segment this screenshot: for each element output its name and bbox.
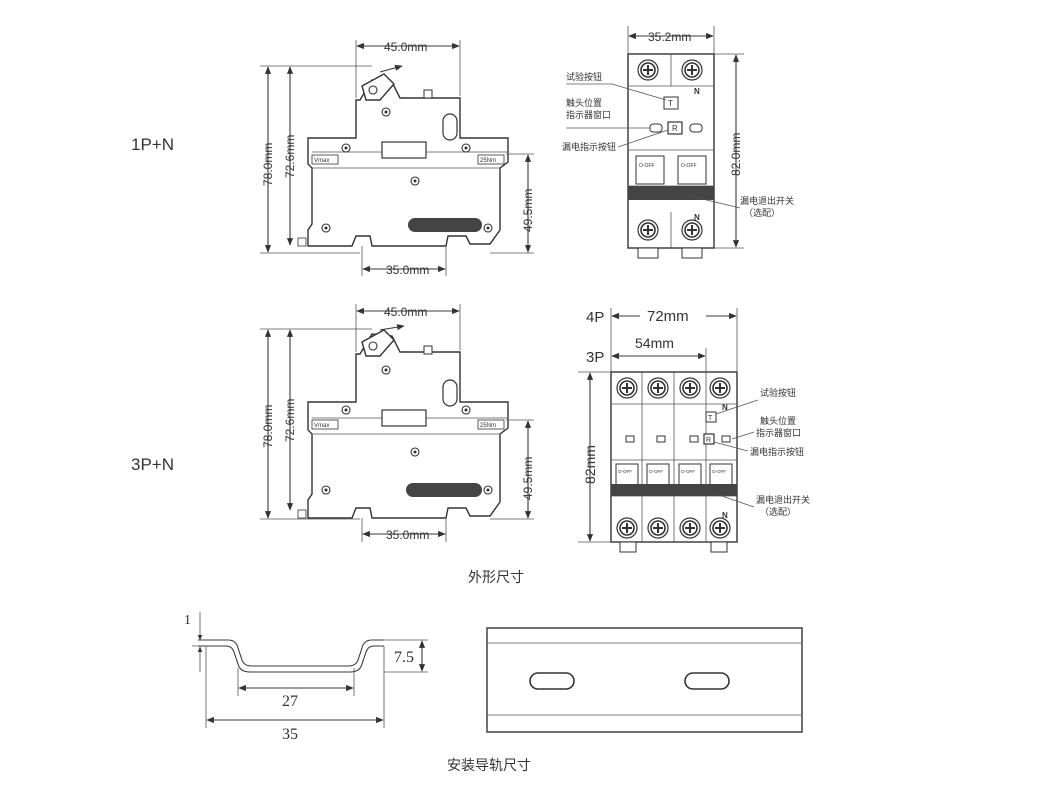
callout-leak-switch-2-l1: 漏电退出开关 xyxy=(756,494,810,505)
callout-leak-indicator-2: 漏电指示按钮 xyxy=(750,446,804,457)
front-view-3pn: N T R O-OFF O-OFF O-OFF O-OFF N 4P 72mm … xyxy=(578,308,810,553)
rail-caption: 安装导轨尺寸 xyxy=(447,757,531,773)
callout-leak-switch-1-l2: （选配） xyxy=(744,207,780,218)
marking-off-1a: O-OFF xyxy=(639,163,655,169)
callout-window-2-l1: 触头位置 xyxy=(760,415,796,426)
side-view-3pn: Vmax 25Nm 45.0mm 78.0mm 72.6mm 49.5mm 35… xyxy=(260,304,535,542)
dim-side2-height-right: 49.5mm xyxy=(521,457,535,500)
marking-off-2a: O-OFF xyxy=(618,469,632,474)
dim-side1-width-bottom: 35.0mm xyxy=(386,263,429,277)
marking-off-2b: O-OFF xyxy=(649,469,663,474)
dim-side2-width-top: 45.0mm xyxy=(384,305,427,319)
dim-front1-width: 35.2mm xyxy=(648,30,691,44)
dim-front2-width-3p: 54mm xyxy=(635,335,674,351)
dim-front2-width-4p: 72mm xyxy=(647,308,689,325)
marking-rating-1: 25Nm xyxy=(480,158,496,164)
outline-caption: 外形尺寸 xyxy=(468,569,524,585)
front-view-1pn: N T R O-OFF O-OFF N 35.2mm 82.0mm 试验按钮 触… xyxy=(562,26,794,259)
rail-dim-inner-width: 27 xyxy=(282,693,298,710)
marking-n-bottom-1: N xyxy=(694,213,700,222)
marking-off-2c: O-OFF xyxy=(681,469,695,474)
rail-dim-thickness: 1 xyxy=(184,613,191,628)
rail-top-view xyxy=(486,627,803,733)
dim-side1-height-total: 78.0mm xyxy=(261,143,275,186)
dim-front2-height: 82mm xyxy=(582,445,598,484)
dim-side1-height-inner: 72.6mm xyxy=(283,135,297,178)
rail-dim-depth: 7.5 xyxy=(394,649,414,666)
dim-side2-height-total: 78.0mm xyxy=(261,405,275,448)
callout-window-1-l2: 指示器窗口 xyxy=(566,109,611,120)
marking-vmax-1: Vmax xyxy=(314,158,329,164)
marking-n-top-1: N xyxy=(694,87,700,96)
marking-vmax-2: Vmax xyxy=(314,423,329,429)
callout-leak-indicator-1: 漏电指示按钮 xyxy=(562,141,616,152)
marking-test-1: T xyxy=(668,99,673,108)
dim-side1-width-top: 45.0mm xyxy=(384,40,427,54)
dim-side1-height-right: 49.5mm xyxy=(521,189,535,232)
callout-leak-switch-2-l2: （选配） xyxy=(760,506,796,517)
rail-dim-outer-width: 35 xyxy=(282,726,298,743)
callout-window-1-l1: 触头位置 xyxy=(566,97,602,108)
dim-side2-height-inner: 72.6mm xyxy=(283,399,297,442)
marking-reset-2: R xyxy=(706,437,711,444)
marking-off-2d: O-OFF xyxy=(712,469,726,474)
callout-test-button-1: 试验按钮 xyxy=(566,71,602,82)
marking-test-2: T xyxy=(708,415,713,422)
variant-label-3pn: 3P+N xyxy=(131,455,174,474)
side-view-1pn: Vmax 25Nm 45.0mm 78.0mm 72.6mm 49.5mm 35… xyxy=(260,40,535,277)
callout-leak-switch-1-l1: 漏电退出开关 xyxy=(740,195,794,206)
callout-test-button-2: 试验按钮 xyxy=(760,387,796,398)
marking-n-bottom-2: N xyxy=(722,511,728,520)
callout-window-2-l2: 指示器窗口 xyxy=(756,427,801,438)
dim-front2-label-4p: 4P xyxy=(586,309,604,326)
marking-off-1b: O-OFF xyxy=(681,163,697,169)
dim-front2-label-3p: 3P xyxy=(586,349,604,366)
variant-label-1pn: 1P+N xyxy=(131,135,174,154)
dim-side2-width-bottom: 35.0mm xyxy=(386,528,429,542)
marking-rating-2: 25Nm xyxy=(480,423,496,429)
marking-n-top-2: N xyxy=(722,403,728,412)
dim-front1-height: 82.0mm xyxy=(729,133,743,176)
marking-reset-1: R xyxy=(672,124,678,133)
rail-profile: 1 7.5 27 35 xyxy=(184,612,428,743)
